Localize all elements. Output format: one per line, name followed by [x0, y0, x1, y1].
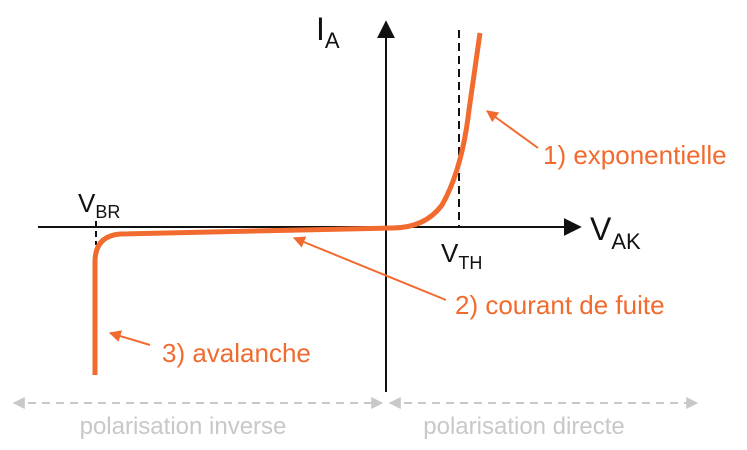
iv-curve — [92, 32, 483, 375]
y-axis-label-sub: A — [325, 28, 340, 53]
reverse-bias-label: polarisation inverse — [80, 413, 287, 440]
x-axis-label-sub: AK — [611, 229, 641, 254]
threshold-voltage-sub: TH — [458, 253, 482, 273]
threshold-voltage-main: V — [441, 238, 459, 268]
exponential-annotation-arrow — [486, 110, 539, 149]
avalanche-annotation-label: 3) avalanche — [162, 338, 311, 368]
breakdown-voltage-sub: BR — [95, 202, 120, 222]
y-axis-label: IA — [316, 11, 340, 53]
breakdown-voltage-main: V — [78, 188, 96, 218]
exponential-annotation-label: 1) exponentielle — [543, 140, 727, 170]
breakdown-voltage-label: VBR — [78, 188, 120, 222]
x-axis-label: VAK — [590, 211, 641, 254]
x-axis-label-main: V — [590, 211, 612, 247]
forward-bias-label: polarisation directe — [423, 413, 624, 440]
avalanche-annotation-arrow — [108, 330, 151, 346]
leakage-annotation-arrow — [292, 236, 447, 301]
threshold-voltage-label: VTH — [441, 238, 482, 273]
y-axis-label-main: I — [316, 11, 325, 47]
leakage-annotation-label: 2) courant de fuite — [455, 290, 665, 320]
